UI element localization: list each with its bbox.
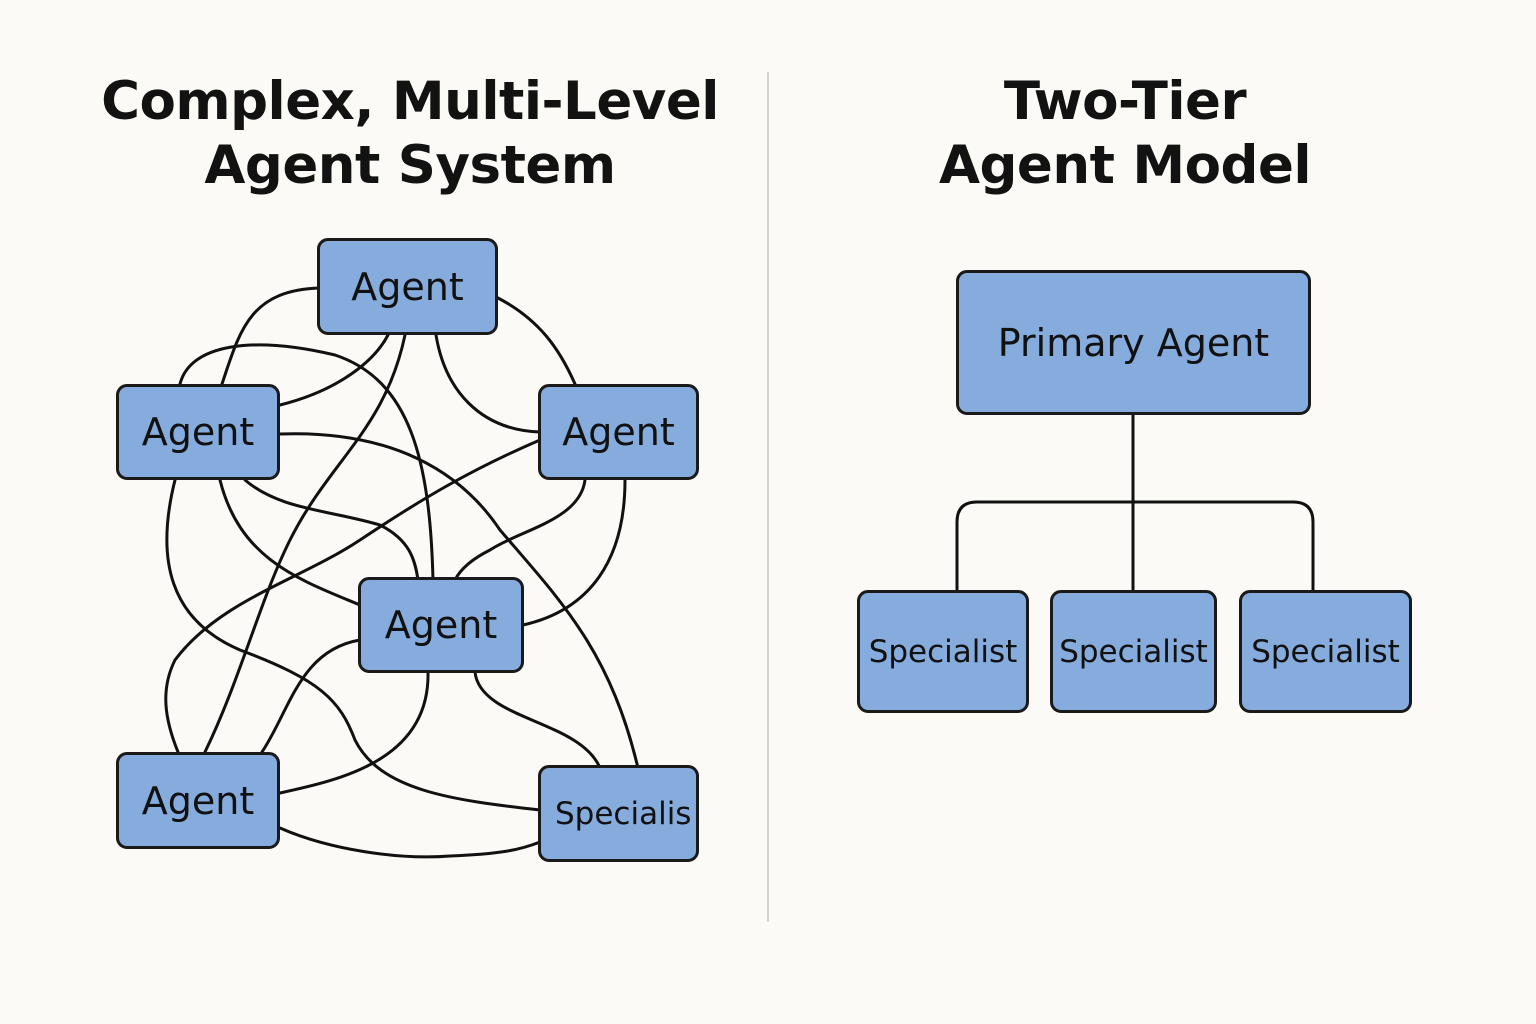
wire: [278, 670, 430, 795]
wire: [496, 296, 577, 386]
wire: [278, 333, 390, 407]
specialist-label: Specialist: [1059, 633, 1208, 670]
agent-node-label: Agent: [384, 603, 498, 647]
agent-node-right: Agent: [538, 384, 699, 480]
specialist-node: Specialist: [1050, 590, 1217, 713]
panel-divider: [767, 72, 769, 922]
wire: [453, 478, 587, 582]
wire: [278, 826, 542, 859]
wire: [243, 478, 420, 582]
specialist-node: Specialist: [857, 590, 1029, 713]
left-title-line1: Complex, Multi-Level: [101, 71, 719, 132]
agent-node-label: Agent: [562, 410, 675, 454]
wire: [203, 333, 407, 754]
agent-node-label: Agent: [351, 264, 464, 309]
right-title-line2: Agent Model: [938, 135, 1312, 196]
wire: [178, 343, 435, 582]
wire: [278, 432, 640, 770]
agent-node-label: Agent: [141, 778, 255, 823]
left-panel-title: Complex, Multi-Level Agent System: [60, 70, 760, 198]
primary-agent-node: Primary Agent: [956, 270, 1311, 415]
agent-node-left: Agent: [116, 384, 280, 480]
wire: [220, 286, 322, 386]
wire: [165, 478, 542, 812]
wire: [521, 478, 627, 627]
agent-node-center: Agent: [358, 577, 524, 673]
specialist-node: Specialist: [1239, 590, 1412, 713]
specialist-node-bottom-right: Specialis: [538, 765, 699, 862]
specialist-node-label: Specialis: [555, 795, 692, 832]
left-title-line2: Agent System: [204, 135, 616, 196]
wire: [473, 670, 602, 770]
wire: [955, 500, 1315, 594]
right-title-line1: Two-Tier: [1003, 71, 1247, 132]
primary-agent-label: Primary Agent: [997, 320, 1270, 365]
specialist-label: Specialist: [1251, 633, 1400, 670]
wire: [218, 478, 362, 607]
wire: [164, 438, 542, 754]
right-panel-title: Two-Tier Agent Model: [860, 70, 1390, 198]
wire: [434, 333, 542, 434]
wire: [260, 638, 362, 754]
specialist-label: Specialist: [868, 633, 1018, 670]
agent-node-bottom-left: Agent: [116, 752, 280, 849]
agent-node-label: Agent: [141, 410, 255, 454]
agent-node-top: Agent: [317, 238, 498, 335]
